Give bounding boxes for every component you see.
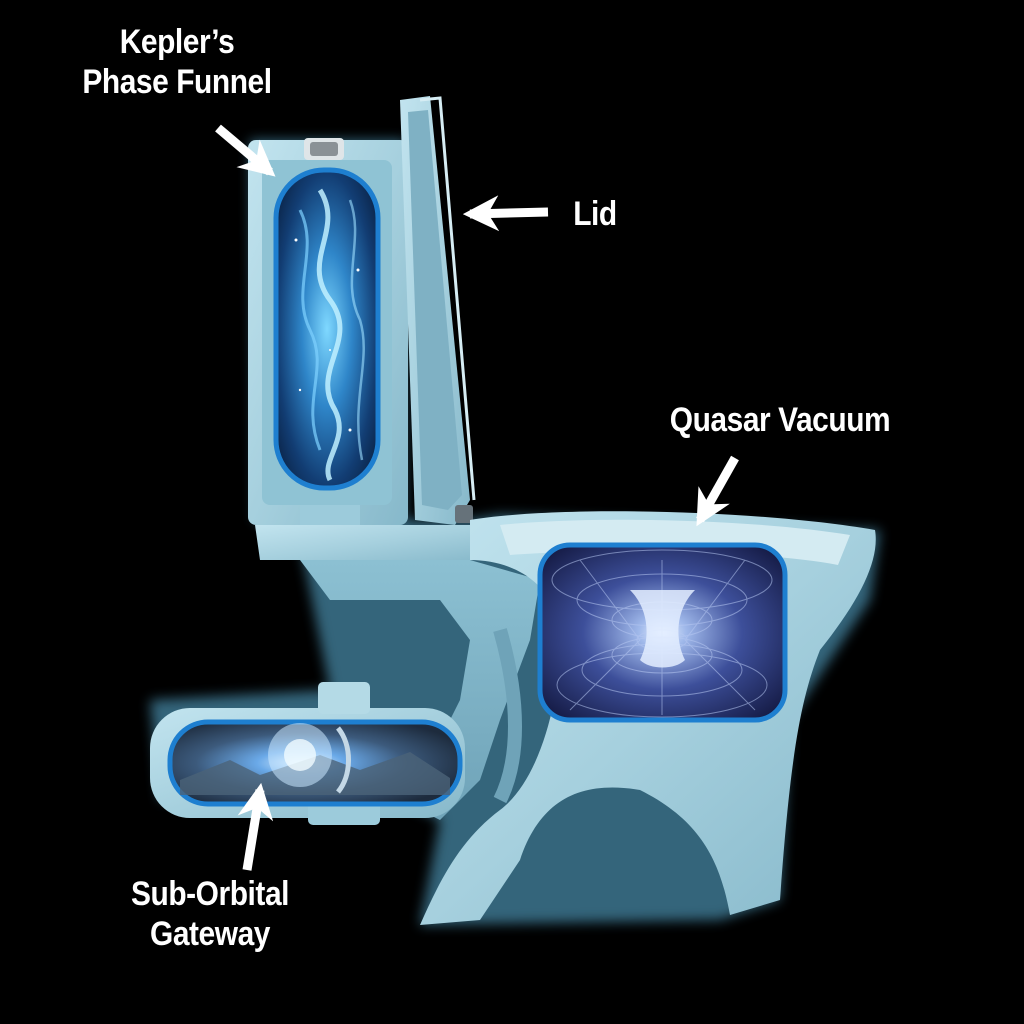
arrows <box>215 124 739 871</box>
phase-funnel-window <box>273 167 381 491</box>
label-lid-text: Lid <box>573 195 617 233</box>
label-quasar-vacuum: Quasar Vacuum <box>648 400 912 440</box>
label-phase-funnel-line1: Kepler’s <box>119 23 235 61</box>
arrow-phase-funnel <box>215 124 276 177</box>
drain-pipe <box>150 682 465 825</box>
lid <box>400 96 476 525</box>
arrow-quasar-vacuum <box>696 455 739 527</box>
arrow-lid <box>462 195 549 232</box>
quasar-vacuum-window <box>537 542 788 723</box>
label-lid: Lid <box>564 194 626 234</box>
label-sub-orbital-line2: Gateway <box>149 915 270 953</box>
label-sub-orbital-line1: Sub-Orbital <box>130 875 290 913</box>
arrow-sub-orbital <box>237 782 274 871</box>
label-phase-funnel-line2: Phase Funnel <box>82 63 272 101</box>
label-sub-orbital: Sub-Orbital Gateway <box>109 874 311 954</box>
label-quasar-vacuum-text: Quasar Vacuum <box>669 401 891 439</box>
label-phase-funnel: Kepler’s Phase Funnel <box>67 22 287 102</box>
